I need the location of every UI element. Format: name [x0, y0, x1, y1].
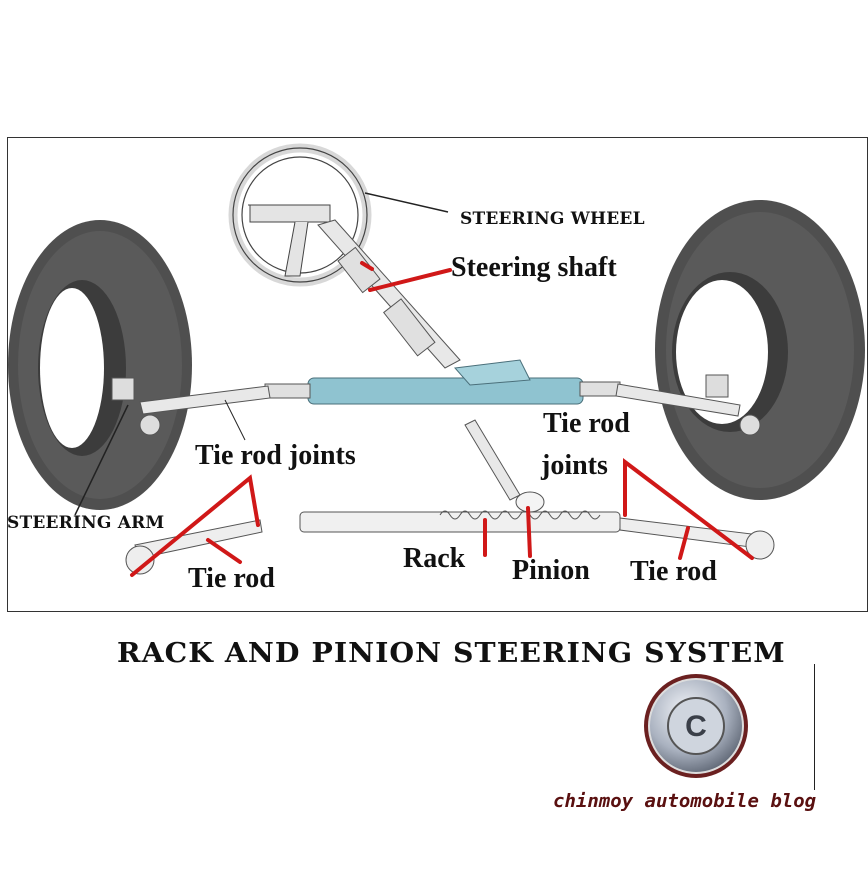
right-tire	[655, 200, 865, 500]
label-tie-rod-joints-right-line2: joints	[541, 450, 608, 481]
svg-text:C: C	[685, 710, 707, 743]
shaft-pointer	[368, 268, 452, 292]
blog-logo: C	[626, 664, 815, 790]
upper-rack-housing	[264, 359, 621, 405]
lower-rack	[125, 419, 775, 575]
label-tie-rod-right: Tie rod	[630, 556, 717, 587]
label-steering-wheel: STEERING WHEEL	[460, 209, 645, 229]
left-tire	[8, 220, 192, 510]
logo-emblem-icon: C	[644, 674, 748, 778]
label-steering-shaft: Steering shaft	[451, 252, 617, 283]
label-steering-arm: STEERING ARM	[7, 513, 165, 533]
tie-rod-leader	[224, 399, 246, 441]
left-tie-rod-pointer	[206, 538, 242, 564]
steering-shaft	[317, 219, 461, 369]
upper-tie-rods	[111, 374, 761, 436]
right-joint-pointer	[623, 457, 754, 560]
label-tie-rod-left: Tie rod	[188, 563, 275, 594]
blog-name: chinmoy automobile blog	[553, 790, 817, 812]
label-tie-rod-joints-left: Tie rod joints	[195, 440, 356, 471]
arm-leader	[74, 404, 129, 516]
wheel-leader	[364, 192, 449, 213]
right-tie-rod-pointer	[678, 526, 690, 560]
label-pinion: Pinion	[512, 555, 590, 586]
label-rack: Rack	[403, 543, 466, 574]
shaft-tick	[360, 261, 374, 271]
steering-wheel	[228, 143, 372, 287]
label-tie-rod-joints-right-line1: Tie rod	[543, 408, 630, 439]
diagram-caption: RACK AND PINION STEERING SYSTEM	[117, 638, 786, 669]
left-joint-pointer	[130, 474, 260, 577]
pinion-pointer	[526, 506, 532, 558]
red-leaders	[130, 261, 754, 577]
